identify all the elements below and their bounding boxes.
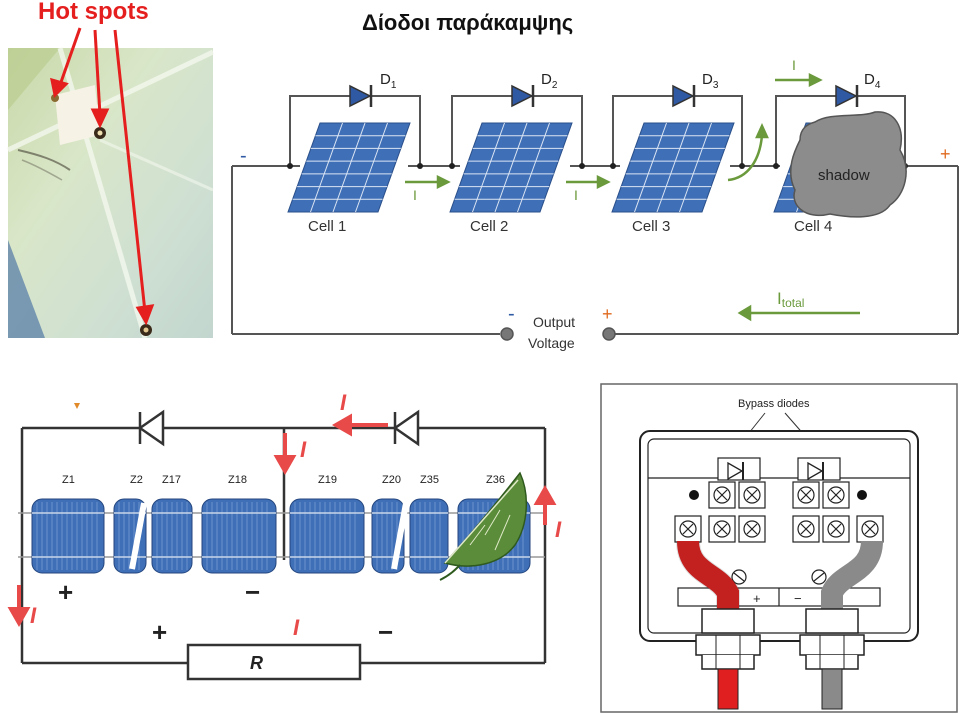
- terminal-screw: [792, 515, 820, 543]
- panel-current-label-1: I: [340, 390, 347, 415]
- zone-label-z2: Z2: [130, 474, 143, 486]
- diode-d3: [672, 84, 696, 108]
- solar-cell-3: [611, 122, 735, 213]
- junction-diode-2: [797, 457, 841, 481]
- string-plus: +: [940, 144, 951, 164]
- solar-cell-2: [449, 122, 573, 213]
- output-label-line1: Output: [533, 314, 575, 330]
- diode-label-2: D2: [541, 71, 558, 91]
- panel-current-label-5: I: [293, 615, 300, 640]
- diode-d2: [511, 84, 535, 108]
- panel-cell-1: [31, 498, 105, 574]
- panel-cell-7: [409, 498, 449, 574]
- panel-diode-2: [392, 409, 420, 447]
- panel-cell-5: [289, 498, 365, 574]
- zone-label-z18: Z18: [228, 474, 247, 486]
- terminal-screw: [822, 515, 850, 543]
- diode-d1: [349, 84, 373, 108]
- terminal-screw: [738, 481, 766, 509]
- terminal-screw: [708, 481, 736, 509]
- diode-label-4: D4: [864, 71, 881, 91]
- terminal-screw: [792, 481, 820, 509]
- panel-diode-1: [137, 409, 165, 447]
- red-wire: [677, 540, 739, 611]
- output-terminal-plus: [602, 327, 616, 341]
- junction-minus: −: [794, 591, 802, 606]
- hot-spots-label: Hot spots: [38, 0, 149, 25]
- itotal-label: Itotal: [777, 289, 804, 310]
- shadow-blob: shadow: [790, 111, 907, 218]
- output-label-line2: Voltage: [528, 335, 575, 351]
- current-label-2: I: [574, 187, 578, 203]
- string-minus: -: [240, 145, 247, 167]
- panel-current-label-4: I: [30, 603, 37, 628]
- zone-label-z36: Z36: [486, 474, 505, 486]
- leaf-icon: [439, 471, 528, 581]
- terminal-screw: [738, 515, 766, 543]
- cable-gland-left: [695, 608, 761, 710]
- panel-minus-1: −: [245, 577, 260, 607]
- junction-diode-1: [717, 457, 761, 481]
- terminal-screw: [856, 515, 884, 543]
- panel-bypass-diagram: Z1 Z2 Z17 Z18 Z19 Z20 Z35 Z36 I I I I I: [7, 390, 562, 681]
- zone-label-z1: Z1: [62, 474, 75, 486]
- cell-label-4: Cell 4: [794, 218, 832, 235]
- zone-label-z35: Z35: [420, 474, 439, 486]
- bypass-string-diagram: D1 D2 D3 D4 shadow Cell 1 Cell 2 Cell 3 …: [231, 57, 959, 351]
- svg-text:shadow: shadow: [818, 167, 870, 184]
- current-label-1: I: [413, 187, 417, 203]
- output-terminal-minus: [500, 327, 514, 341]
- panel-cell-3: [151, 498, 193, 574]
- output-plus: +: [602, 304, 613, 324]
- hot-spots-photo: [6, 27, 215, 339]
- diode-label-1: D1: [380, 71, 397, 91]
- panel-current-label-3: I: [555, 517, 562, 542]
- cell-label-3: Cell 3: [632, 218, 670, 235]
- solar-cell-1: [287, 122, 411, 213]
- panel-minus-2: −: [378, 617, 393, 647]
- bypass-diodes-label: Bypass diodes: [738, 398, 810, 410]
- output-minus: -: [508, 303, 515, 325]
- terminal-screw: [708, 515, 736, 543]
- resistor: [186, 643, 362, 681]
- cable-gland-right: [799, 608, 865, 710]
- diode-label-3: D3: [702, 71, 719, 91]
- panel-cell-2: [113, 498, 147, 574]
- panel-cell-4: [201, 498, 277, 574]
- cell-label-2: Cell 2: [470, 218, 508, 235]
- terminal-screw: [822, 481, 850, 509]
- panel-plus-1: +: [58, 577, 73, 607]
- hot-spot-arrows: [50, 27, 155, 326]
- page-title: Δίοδοι παράκαμψης: [362, 10, 574, 35]
- current-label-3: I: [792, 57, 796, 73]
- resistor-label: R: [250, 653, 263, 673]
- diode-d4: [835, 84, 859, 108]
- terminal-screw: [674, 515, 702, 543]
- zone-label-z17: Z17: [162, 474, 181, 486]
- zone-label-z19: Z19: [318, 474, 337, 486]
- junction-plus: +: [753, 591, 761, 606]
- junction-box-diagram: Bypass diodes + −: [600, 383, 958, 713]
- grey-wire: [821, 539, 883, 611]
- cell-label-1: Cell 1: [308, 218, 346, 235]
- panel-plus-2: +: [152, 617, 167, 647]
- zone-label-z20: Z20: [382, 474, 401, 486]
- panel-current-label-2: I: [300, 437, 307, 462]
